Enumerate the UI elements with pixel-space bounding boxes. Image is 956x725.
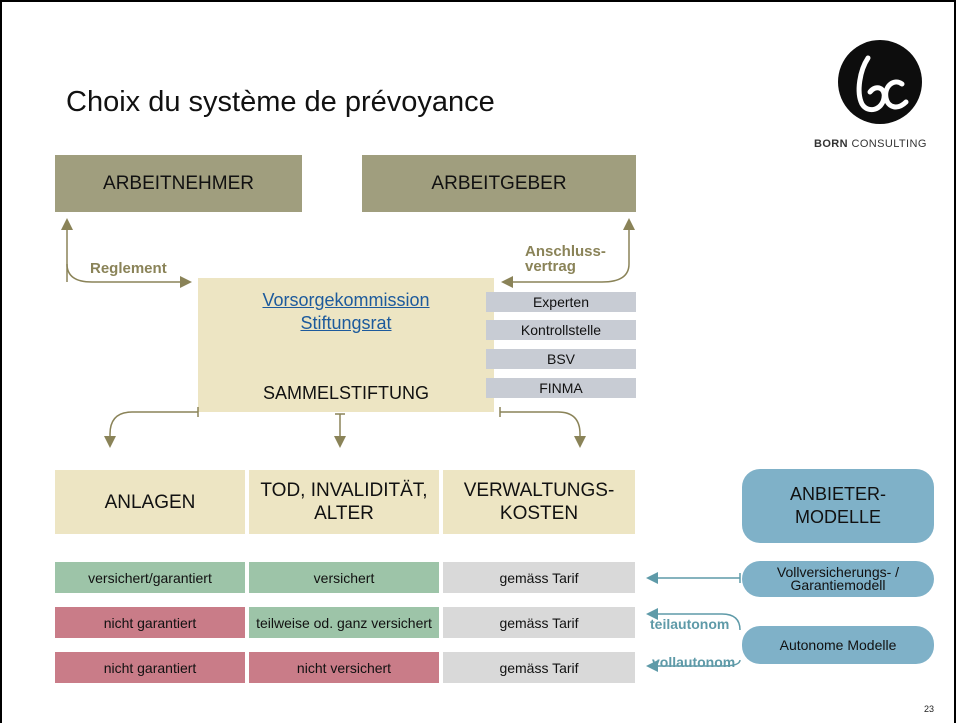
teilautonom-arrow <box>646 608 741 631</box>
employer-box: ARBEITGEBER <box>362 155 636 212</box>
row1-anlagen-cell: versichert/garantiert <box>55 562 245 593</box>
row2-risiko-cell: teilweise od. ganz versichert <box>249 607 439 638</box>
row2-kosten-cell: gemäss Tarif <box>443 607 635 638</box>
teilautonom-label: teilautonom <box>650 616 730 632</box>
down-arrow-kosten <box>500 411 586 448</box>
provider-models-box: ANBIETER- MODELLE <box>742 469 934 543</box>
row3-risiko-cell: nicht versichert <box>249 652 439 683</box>
supervisor-experten: Experten <box>486 292 636 312</box>
foundation-name: SAMMELSTIFTUNG <box>262 383 429 403</box>
full-insurance-model: Vollversicherungs- / Garantiemodell <box>742 561 934 597</box>
supervisor-bsv: BSV <box>486 349 636 369</box>
logo-wordmark: BORN CONSULTING <box>814 138 954 150</box>
page-number: 23 <box>924 704 935 714</box>
row1-risiko-cell: versichert <box>249 562 439 593</box>
row3-kosten-cell: gemäss Tarif <box>443 652 635 683</box>
down-arrow-anlagen <box>104 411 198 448</box>
committee-link-2[interactable]: Stiftungsrat <box>300 313 392 333</box>
category-risiko: TOD, INVALIDITÄT, ALTER <box>249 470 439 534</box>
logo-brand-rest: CONSULTING <box>851 138 927 150</box>
reglement-right-arrow <box>66 263 192 288</box>
anschlussvertrag-label: Anschluss- vertrag <box>525 243 606 275</box>
contract-left-arrow <box>501 263 630 288</box>
autonomous-models: Autonome Modelle <box>742 626 934 664</box>
born-consulting-logo-icon <box>838 40 922 124</box>
employee-box: ARBEITNEHMER <box>55 155 302 212</box>
vollautonom-arrow <box>646 659 741 672</box>
supervisor-finma: FINMA <box>486 378 636 398</box>
row2-anlagen-cell: nicht garantiert <box>55 607 245 638</box>
row3-anlagen-cell: nicht garantiert <box>55 652 245 683</box>
category-kosten: VERWALTUNGS- KOSTEN <box>443 470 635 534</box>
supervisor-kontrollstelle: Kontrollstelle <box>486 320 636 340</box>
committee-link-1[interactable]: Vorsorgekommission <box>262 290 430 310</box>
reglement-label: Reglement <box>90 260 167 277</box>
category-anlagen: ANLAGEN <box>55 470 245 534</box>
row1-kosten-cell: gemäss Tarif <box>443 562 635 593</box>
page-title: Choix du système de prévoyance <box>66 86 495 118</box>
foundation-box <box>198 278 494 412</box>
logo-brand-bold: BORN <box>814 138 848 150</box>
